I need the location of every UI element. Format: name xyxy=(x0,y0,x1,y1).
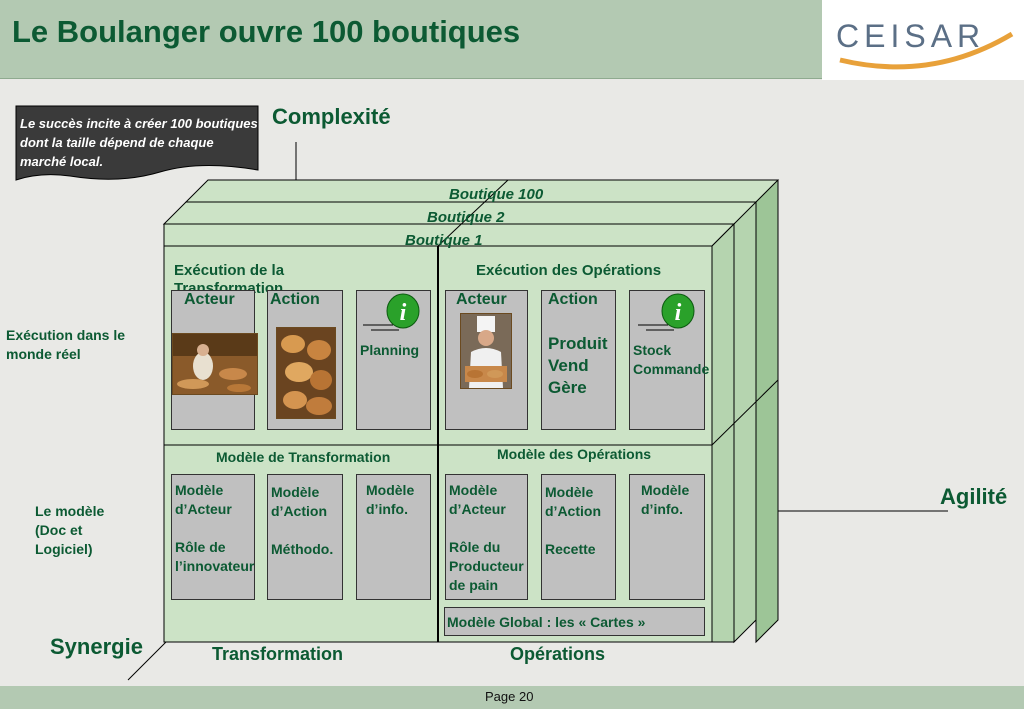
t-info-line-2: d’info. xyxy=(366,501,408,517)
t-acteur-line-4: Rôle de xyxy=(175,539,226,555)
ceisar-logo: CEISAR xyxy=(836,18,986,54)
side-label-execution: Exécution dans le monde réel xyxy=(6,327,126,362)
axis-label-synergie: Synergie xyxy=(50,634,143,659)
card-model-info-transformation: Modèle d’info. xyxy=(356,474,431,600)
svg-text:i: i xyxy=(400,300,407,326)
chef-photo xyxy=(460,313,512,389)
action-ops-item-vend: Vend xyxy=(548,356,589,375)
info-icon: i xyxy=(363,293,420,331)
synergy-axis-line xyxy=(127,641,167,681)
card-acteur-transformation: Acteur xyxy=(171,290,258,430)
o-acteur-line-1: Modèle xyxy=(449,482,498,498)
card-model-action-transformation: Modèle d’Action Méthodo. xyxy=(267,474,343,600)
card-acteur-label: Acteur xyxy=(184,291,235,308)
ceisar-logo-swoosh xyxy=(839,31,1014,70)
planning-label: Planning xyxy=(360,342,420,358)
t-acteur-line-5: l’innovateur xyxy=(175,558,255,574)
card-model-acteur-operations: Modèle d’Acteur Rôle du Producteur de pa… xyxy=(445,474,528,600)
baker-photo xyxy=(172,333,258,395)
global-model-bar: Modèle Global : les « Cartes » xyxy=(444,607,705,636)
card-model-action-operations: Modèle d’Action Recette xyxy=(541,474,616,600)
o-acteur-line-2: d’Acteur xyxy=(449,501,506,517)
card-model-acteur-transformation: Modèle d’Acteur Rôle de l’innovateur xyxy=(171,474,255,600)
axis-label-transformation: Transformation xyxy=(212,644,344,664)
model-transformation-title: Modèle de Transformation xyxy=(216,449,391,465)
card-action-label: Action xyxy=(270,291,320,308)
t-acteur-line-1: Modèle xyxy=(175,482,224,498)
o-acteur-line-6: de pain xyxy=(449,577,499,593)
action-ops-item-gere: Gère xyxy=(548,378,587,397)
axis-label-agilite: Agilité xyxy=(940,484,1008,509)
layer2-side xyxy=(733,201,757,644)
layer1-side xyxy=(711,222,735,643)
footer-bar xyxy=(0,686,1024,709)
t-info-line-1: Modèle xyxy=(366,482,415,498)
card-acteur-operations: Acteur xyxy=(445,290,528,430)
card-action-operations: Action Produit Vend Gère xyxy=(541,290,616,430)
action-ops-item-produit: Produit xyxy=(548,334,608,353)
global-model-label: Modèle Global : les « Cartes » xyxy=(447,614,646,630)
side-label-modele: Le modèle (Doc et Logiciel) xyxy=(35,503,105,557)
card-action-transformation: Action xyxy=(267,290,343,430)
top-vertical-divider xyxy=(437,179,509,247)
stock-label: Stock xyxy=(633,342,672,358)
card-info-operations: i Stock Commande xyxy=(629,290,709,430)
card-info-transformation: i Planning xyxy=(356,290,431,430)
t-acteur-line-2: d’Acteur xyxy=(175,501,232,517)
o-action-line-4: Recette xyxy=(545,541,596,557)
t-action-line-4: Méthodo. xyxy=(271,541,334,557)
side-horizontal-divider xyxy=(711,379,779,446)
exec-transformation-title: Exécution de la Transformation xyxy=(174,262,285,297)
info-icon: i xyxy=(638,293,695,331)
bread-photo xyxy=(276,327,336,419)
callout-bubble xyxy=(15,105,259,181)
o-acteur-line-4: Rôle du xyxy=(449,539,501,555)
card-acteur-ops-label: Acteur xyxy=(456,291,507,308)
axis-label-complexite: Complexité xyxy=(272,104,391,129)
callout-text: Le succès incite à créer 100 boutiques d… xyxy=(20,116,258,169)
boutique-100-label: Boutique 100 xyxy=(449,186,544,203)
o-info-line-1: Modèle xyxy=(641,482,690,498)
o-acteur-line-5: Producteur xyxy=(449,558,524,574)
card-model-info-operations: Modèle d’info. xyxy=(629,474,705,600)
exec-operations-title: Exécution des Opérations xyxy=(476,262,662,279)
axis-label-operations: Opérations xyxy=(510,644,606,664)
boutique-2-label: Boutique 2 xyxy=(427,209,505,226)
svg-text:i: i xyxy=(675,300,682,326)
o-action-line-2: d’Action xyxy=(545,503,601,519)
t-action-line-1: Modèle xyxy=(271,484,320,500)
t-action-line-2: d’Action xyxy=(271,503,327,519)
page-number: Page 20 xyxy=(485,689,534,704)
slide-title: Le Boulanger ouvre 100 boutiques xyxy=(12,14,521,49)
o-action-line-1: Modèle xyxy=(545,484,594,500)
header-bar xyxy=(0,0,822,79)
model-operations-title: Modèle des Opérations xyxy=(497,446,652,462)
o-info-line-2: d’info. xyxy=(641,501,683,517)
commande-label: Commande xyxy=(633,361,710,377)
card-action-ops-label: Action xyxy=(548,291,598,308)
logo-area xyxy=(822,0,1024,80)
boutique-1-label: Boutique 1 xyxy=(405,232,483,249)
layer100-side xyxy=(755,179,779,644)
